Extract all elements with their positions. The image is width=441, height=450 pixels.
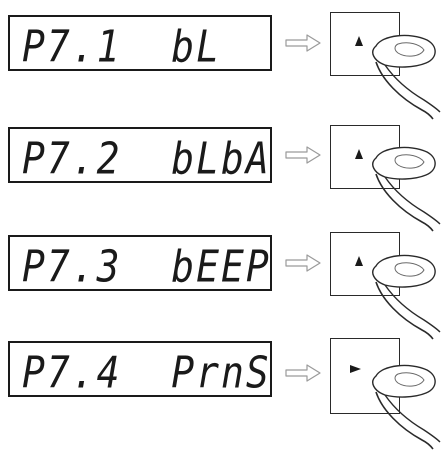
step-row-1: P7.1 bL (0, 0, 441, 120)
step-row-2: P7.2 bLbA (0, 110, 441, 232)
finger-pressing-icon (372, 146, 441, 232)
step-row-3: P7.3 bEEP (0, 220, 441, 340)
finger-pressing-icon (372, 34, 441, 120)
lcd-display: P7.3 bEEP (8, 235, 272, 292)
up-triangle-icon (355, 256, 363, 266)
up-triangle-icon (355, 36, 363, 46)
lcd-text: P7.1 bL (22, 21, 222, 72)
step-row-4: P7.4 PrnS (0, 330, 441, 450)
lcd-display: P7.2 bLbA (8, 127, 272, 184)
hollow-arrow-right-icon (285, 34, 321, 52)
finger-pressing-icon (372, 254, 441, 340)
lcd-text: P7.2 bLbA (22, 133, 271, 184)
hollow-arrow-right-icon (285, 254, 321, 272)
lcd-display: P7.1 bL (8, 15, 272, 72)
up-triangle-icon (355, 149, 363, 159)
lcd-text: P7.3 bEEP (22, 241, 271, 292)
right-triangle-icon (350, 365, 361, 373)
finger-pressing-icon (372, 364, 441, 450)
hollow-arrow-right-icon (285, 146, 321, 164)
lcd-text: P7.4 PrnS (22, 347, 271, 398)
lcd-display: P7.4 PrnS (8, 341, 272, 398)
hollow-arrow-right-icon (285, 364, 321, 382)
